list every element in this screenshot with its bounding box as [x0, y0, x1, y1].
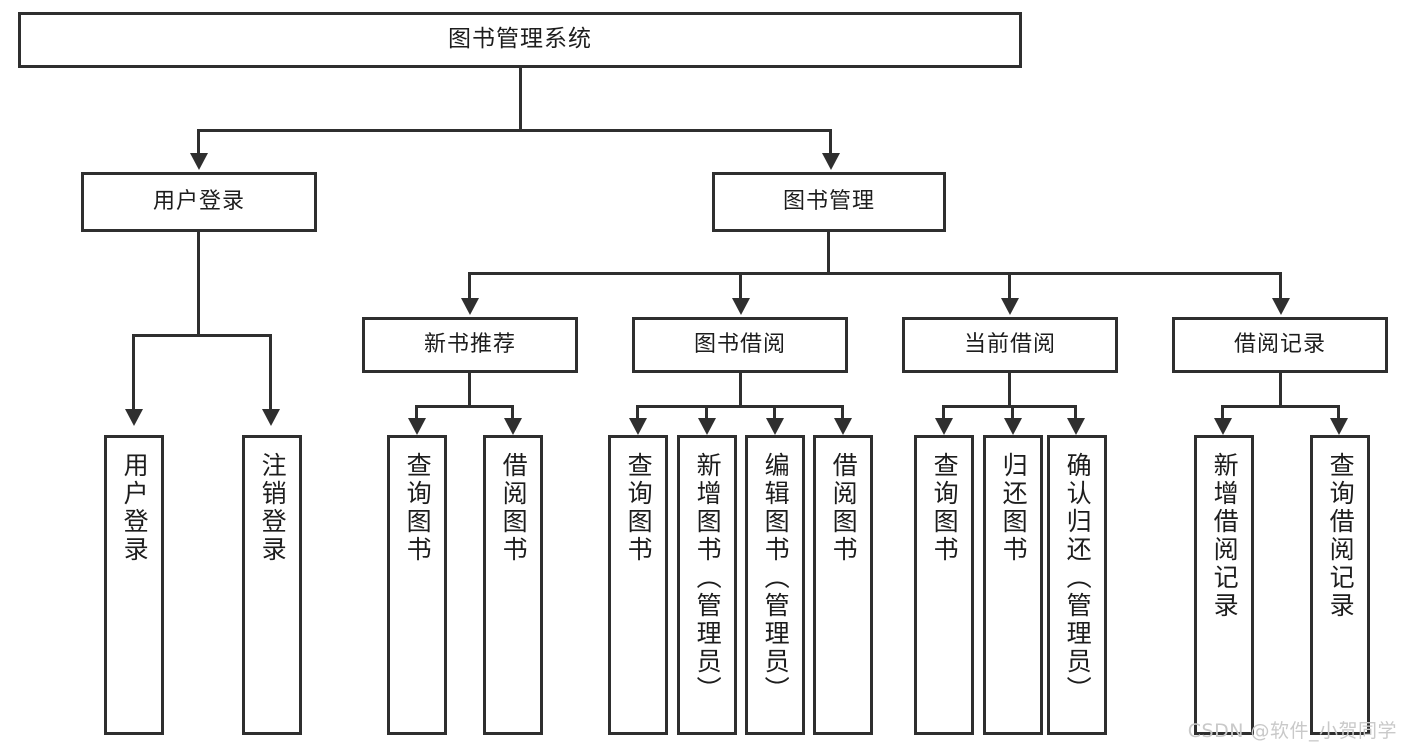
node-book-manage-label: 图书管理: [782, 188, 875, 214]
node-leaf-logout[interactable]: 注销登录: [242, 435, 302, 735]
edge-root-to-user-login: [197, 129, 200, 158]
node-leaf-query-book-3[interactable]: 查询图书: [914, 435, 974, 735]
node-borrow-record[interactable]: 借阅记录: [1172, 317, 1388, 373]
edge-br-to-leaf-2: [1337, 405, 1340, 422]
arrow-user-login-to-leaf-1: [125, 409, 143, 426]
arrow-book-manage-to-l3-4: [1272, 298, 1290, 315]
csdn-watermark: CSDN @软件_小贺同学: [1187, 720, 1397, 742]
arrow-bb-to-leaf-4: [834, 418, 852, 435]
node-leaf-query-book-1-label: 查询图书: [403, 452, 433, 564]
node-leaf-query-book-2-label: 查询图书: [624, 452, 654, 564]
edge-new-book-recommend-split-bar: [415, 405, 513, 408]
node-leaf-add-book-label: 新增图书（管理员）: [693, 452, 723, 704]
edge-current-borrow-stem: [1008, 373, 1011, 407]
node-leaf-add-book[interactable]: 新增图书（管理员）: [677, 435, 737, 735]
edge-user-login-split-bar: [132, 334, 272, 337]
arrow-nbr-to-leaf-1: [408, 418, 426, 435]
edge-bb-to-leaf-2: [705, 405, 708, 422]
arrow-br-to-leaf-2: [1330, 418, 1348, 435]
arrow-cb-to-leaf-1: [935, 418, 953, 435]
edge-new-book-recommend-stem: [468, 373, 471, 407]
node-leaf-edit-book-label: 编辑图书（管理员）: [761, 452, 791, 704]
edge-book-manage-split-bar: [468, 272, 1282, 275]
edge-bb-to-leaf-4: [841, 405, 844, 422]
node-current-borrow[interactable]: 当前借阅: [902, 317, 1118, 373]
node-leaf-borrow-book-1[interactable]: 借阅图书: [483, 435, 543, 735]
node-leaf-query-book-1[interactable]: 查询图书: [387, 435, 447, 735]
arrow-book-manage-to-l3-2: [732, 298, 750, 315]
edge-book-borrow-stem: [739, 373, 742, 407]
node-user-login-label: 用户登录: [152, 188, 245, 214]
node-book-borrow-label: 图书借阅: [693, 331, 786, 357]
arrow-cb-to-leaf-2: [1004, 418, 1022, 435]
node-user-login[interactable]: 用户登录: [81, 172, 317, 232]
node-leaf-confirm-return[interactable]: 确认归还（管理员）: [1047, 435, 1107, 735]
edge-nbr-to-leaf-1: [415, 405, 418, 422]
arrow-bb-to-leaf-1: [629, 418, 647, 435]
node-leaf-return-book-label: 归还图书: [999, 452, 1029, 564]
edge-book-manage-stem: [827, 232, 830, 274]
node-current-borrow-label: 当前借阅: [963, 331, 1056, 357]
arrow-nbr-to-leaf-2: [504, 418, 522, 435]
edge-cb-to-leaf-3: [1074, 405, 1077, 422]
node-new-book-recommend-label: 新书推荐: [423, 331, 516, 357]
edge-user-login-to-leaf-2: [269, 334, 272, 412]
node-root[interactable]: 图书管理系统: [18, 12, 1022, 68]
edge-book-borrow-split-bar: [636, 405, 844, 408]
node-root-label: 图书管理系统: [448, 26, 592, 53]
edge-user-login-to-leaf-1: [132, 334, 135, 412]
edge-br-to-leaf-1: [1221, 405, 1224, 422]
arrow-bb-to-leaf-2: [698, 418, 716, 435]
arrow-book-manage-to-l3-3: [1001, 298, 1019, 315]
edge-cb-to-leaf-2: [1011, 405, 1014, 422]
edge-bb-to-leaf-1: [636, 405, 639, 422]
node-leaf-edit-book[interactable]: 编辑图书（管理员）: [745, 435, 805, 735]
arrow-cb-to-leaf-3: [1067, 418, 1085, 435]
node-leaf-query-book-3-label: 查询图书: [930, 452, 960, 564]
edge-root-split-bar: [197, 129, 832, 132]
arrow-bb-to-leaf-3: [766, 418, 784, 435]
node-leaf-user-login[interactable]: 用户登录: [104, 435, 164, 735]
edge-user-login-stem: [197, 232, 200, 336]
node-leaf-borrow-book-2-label: 借阅图书: [829, 452, 859, 564]
node-leaf-query-book-2[interactable]: 查询图书: [608, 435, 668, 735]
node-book-manage[interactable]: 图书管理: [712, 172, 946, 232]
edge-book-manage-to-l3-3: [1008, 272, 1011, 302]
edge-book-manage-to-l3-2: [739, 272, 742, 302]
node-leaf-borrow-book-2[interactable]: 借阅图书: [813, 435, 873, 735]
node-leaf-return-book[interactable]: 归还图书: [983, 435, 1043, 735]
node-leaf-query-record[interactable]: 查询借阅记录: [1310, 435, 1370, 735]
node-leaf-logout-label: 注销登录: [258, 452, 288, 564]
node-borrow-record-label: 借阅记录: [1233, 331, 1326, 357]
node-leaf-add-record[interactable]: 新增借阅记录: [1194, 435, 1254, 735]
node-leaf-add-record-label: 新增借阅记录: [1210, 452, 1240, 620]
edge-borrow-record-stem: [1279, 373, 1282, 407]
arrow-book-manage-to-l3-1: [461, 298, 479, 315]
edge-root-to-book-manage: [829, 129, 832, 158]
node-leaf-borrow-book-1-label: 借阅图书: [499, 452, 529, 564]
node-new-book-recommend[interactable]: 新书推荐: [362, 317, 578, 373]
arrow-root-to-book-manage: [822, 153, 840, 170]
arrow-br-to-leaf-1: [1214, 418, 1232, 435]
edge-cb-to-leaf-1: [942, 405, 945, 422]
edge-book-manage-to-l3-1: [468, 272, 471, 302]
node-leaf-user-login-label: 用户登录: [120, 452, 150, 564]
edge-root-stem: [519, 68, 522, 131]
edge-nbr-to-leaf-2: [511, 405, 514, 422]
edge-borrow-record-split-bar: [1221, 405, 1340, 408]
node-book-borrow[interactable]: 图书借阅: [632, 317, 848, 373]
node-leaf-confirm-return-label: 确认归还（管理员）: [1063, 452, 1093, 704]
edge-bb-to-leaf-3: [773, 405, 776, 422]
node-leaf-query-record-label: 查询借阅记录: [1326, 452, 1356, 620]
arrow-root-to-user-login: [190, 153, 208, 170]
edge-current-borrow-split-bar: [942, 405, 1076, 408]
edge-book-manage-to-l3-4: [1279, 272, 1282, 302]
arrow-user-login-to-leaf-2: [262, 409, 280, 426]
